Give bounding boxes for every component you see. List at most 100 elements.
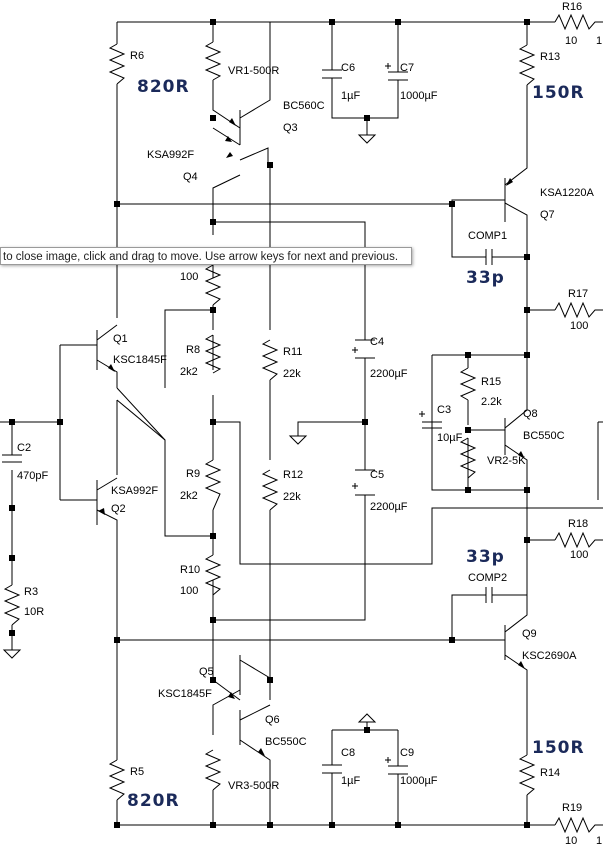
- label-c9-value: 1000µF: [400, 775, 438, 787]
- label-q9: Q9: [522, 628, 537, 640]
- label-r3: R3: [24, 586, 38, 598]
- capacitor-c3: [419, 411, 442, 429]
- label-r6-value: 820R: [137, 77, 190, 97]
- capacitor-c4: [352, 339, 375, 359]
- label-r5: R5: [130, 766, 144, 778]
- resistor-r19: [554, 816, 603, 834]
- resistor-r6: [108, 43, 126, 85]
- resistor-vr3: [204, 749, 222, 791]
- label-r7-value: 100: [180, 271, 198, 283]
- label-r9-value: 2k2: [180, 490, 198, 502]
- label-q6-type: BC550C: [265, 736, 307, 748]
- label-r19-value: 10: [565, 835, 577, 847]
- label-r13: R13: [540, 51, 560, 63]
- label-q3: Q3: [283, 122, 298, 134]
- label-r16-end: 1: [596, 35, 602, 47]
- image-viewer-tooltip: to close image, click and drag to move. …: [0, 247, 412, 265]
- label-r13-value: 150R: [532, 83, 585, 103]
- label-q7-type: KSA1220A: [540, 187, 594, 199]
- junction-dots: [9, 19, 530, 828]
- label-r14: R14: [540, 767, 560, 779]
- label-c6-value: 1µF: [341, 90, 360, 102]
- label-q9-type: KSC2690A: [522, 650, 577, 662]
- capacitor-c9: [385, 757, 408, 775]
- capacitor-c7: [385, 63, 408, 81]
- label-q5-type: KSC1845F: [158, 688, 212, 700]
- ground-icon: [2, 649, 22, 659]
- label-r15: R15: [481, 376, 501, 388]
- label-r3-value: 10R: [24, 606, 44, 618]
- label-q8: Q8: [523, 408, 538, 420]
- label-r16: R16: [562, 1, 582, 13]
- label-c7: C7: [400, 62, 414, 74]
- capacitor-comp1: [485, 249, 493, 265]
- label-r11-value: 22k: [283, 368, 301, 380]
- label-q2-type: KSA992F: [111, 485, 158, 497]
- label-q5: Q5: [199, 666, 214, 678]
- labels: R16 10 1 R6 820R VR1-500R C6 1µF C7 1000…: [17, 1, 602, 847]
- label-r17: R17: [568, 288, 588, 300]
- label-comp1-value: 33p: [466, 268, 505, 288]
- label-r18: R18: [568, 518, 588, 530]
- resistor-r7: [204, 264, 222, 306]
- label-c8-value: 1µF: [341, 775, 360, 787]
- ground-icon: [357, 713, 377, 723]
- label-q1-type: KSC1845F: [113, 354, 167, 366]
- label-q7: Q7: [540, 209, 555, 221]
- label-c7-value: 1000µF: [400, 90, 438, 102]
- capacitor-c8: [322, 764, 342, 774]
- label-q1: Q1: [113, 333, 128, 345]
- capacitor-comp2: [485, 587, 493, 603]
- resistor-r3: [3, 584, 21, 626]
- label-vr3: VR3-500R: [228, 780, 279, 792]
- label-c8: C8: [341, 747, 355, 759]
- label-q8-type: BC550C: [523, 430, 565, 442]
- label-r14-value: 150R: [532, 738, 585, 758]
- capacitor-c2: [2, 454, 22, 463]
- resistor-r8: [204, 334, 222, 374]
- label-c9: C9: [400, 747, 414, 759]
- resistor-r16: [554, 13, 603, 31]
- label-c4-value: 2200µF: [370, 368, 408, 380]
- label-r12: R12: [283, 469, 303, 481]
- label-c2-value: 470pF: [17, 470, 48, 482]
- resistor-r18: [554, 531, 603, 549]
- capacitors: [2, 63, 493, 775]
- label-c5-value: 2200µF: [370, 501, 408, 513]
- resistor-r9: [204, 459, 222, 511]
- label-r19-end: 1: [596, 835, 602, 847]
- label-r6: R6: [130, 50, 144, 62]
- resistor-r15: [459, 367, 477, 401]
- label-c2: C2: [17, 442, 31, 454]
- label-r10-value: 100: [180, 585, 198, 597]
- label-c3-value: 10µF: [437, 432, 463, 444]
- capacitor-c6: [322, 69, 342, 79]
- ground-icon: [357, 134, 377, 144]
- label-q3-type: BC560C: [283, 100, 325, 112]
- resistor-r12: [261, 469, 279, 511]
- label-r11: R11: [283, 346, 302, 358]
- resistors: [3, 13, 603, 834]
- label-vr2: VR2-5K: [487, 455, 526, 467]
- label-q4-type: KSA992F: [147, 149, 194, 161]
- ground-icon: [288, 435, 308, 445]
- label-r9: R9: [186, 468, 200, 480]
- label-r12-value: 22k: [283, 491, 301, 503]
- label-r17-value: 100: [570, 320, 588, 332]
- label-c3: C3: [437, 404, 451, 416]
- label-comp2: COMP2: [468, 572, 507, 584]
- label-vr1: VR1-500R: [228, 65, 279, 77]
- label-r5-value: 820R: [127, 791, 180, 811]
- resistor-r17: [554, 301, 603, 319]
- label-q4: Q4: [183, 171, 198, 183]
- capacitor-c5: [352, 469, 375, 496]
- label-r8: R8: [186, 344, 200, 356]
- label-c5: C5: [370, 469, 384, 481]
- label-r8-value: 2k2: [180, 366, 198, 378]
- label-r10: R10: [180, 564, 200, 576]
- resistor-r13: [518, 44, 536, 86]
- label-q6: Q6: [265, 714, 280, 726]
- label-q2: Q2: [111, 503, 126, 515]
- label-r19: R19: [562, 802, 582, 814]
